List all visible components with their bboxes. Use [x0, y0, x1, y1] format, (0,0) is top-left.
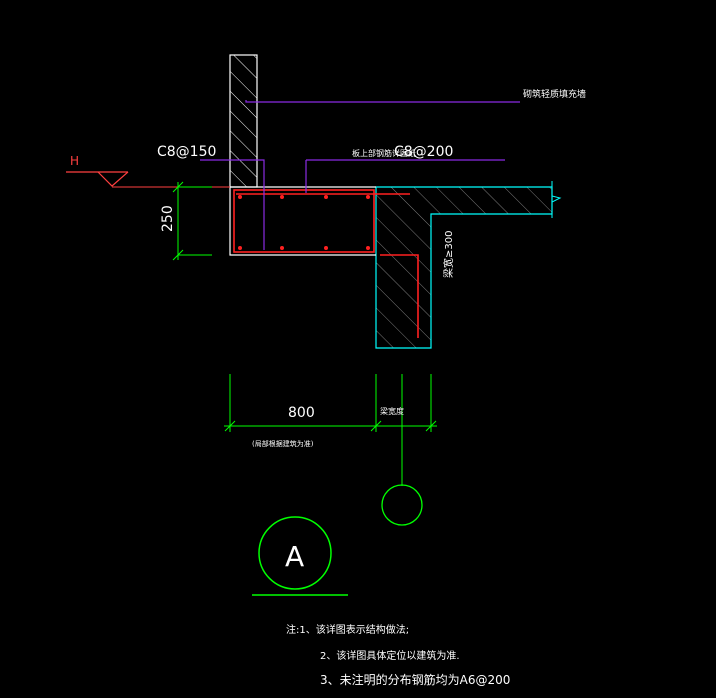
masonry-wall [229, 54, 258, 188]
beam-width-label: 梁宽度 [380, 406, 404, 416]
rebar-top-prefix: 板上部钢筋详图纸 [352, 148, 416, 158]
leader-lines [200, 100, 520, 250]
level-label: H [70, 154, 79, 168]
note-1: 注:1、该详图表示结构做法; [286, 623, 409, 636]
break-line [551, 181, 562, 218]
rebar-top-label: C8@200 [394, 144, 453, 160]
rebar-left-label: C8@150 [157, 144, 216, 160]
section-letter: A [285, 540, 304, 573]
beam-side-label: 梁宽≥300 [442, 231, 455, 278]
rebar [233, 189, 419, 338]
width-dimension-label: 800 [288, 405, 315, 421]
wall-note: 砌筑轻质填充墙 [523, 88, 586, 100]
note-2: 2、该详图具体定位以建筑为准. [320, 649, 460, 662]
note-3: 3、未注明的分布钢筋均为A6@200 [320, 672, 510, 687]
width-note: (局部根据建筑为准) [252, 439, 314, 448]
rebar-dots [238, 195, 370, 250]
cantilever-slab [229, 186, 376, 256]
width-dimension [224, 374, 437, 486]
beam-slab [375, 186, 553, 349]
height-dimension-label: 250 [160, 205, 176, 232]
section-symbol: A [252, 516, 348, 596]
axis-bubble [381, 484, 423, 526]
height-dimension [172, 181, 212, 261]
